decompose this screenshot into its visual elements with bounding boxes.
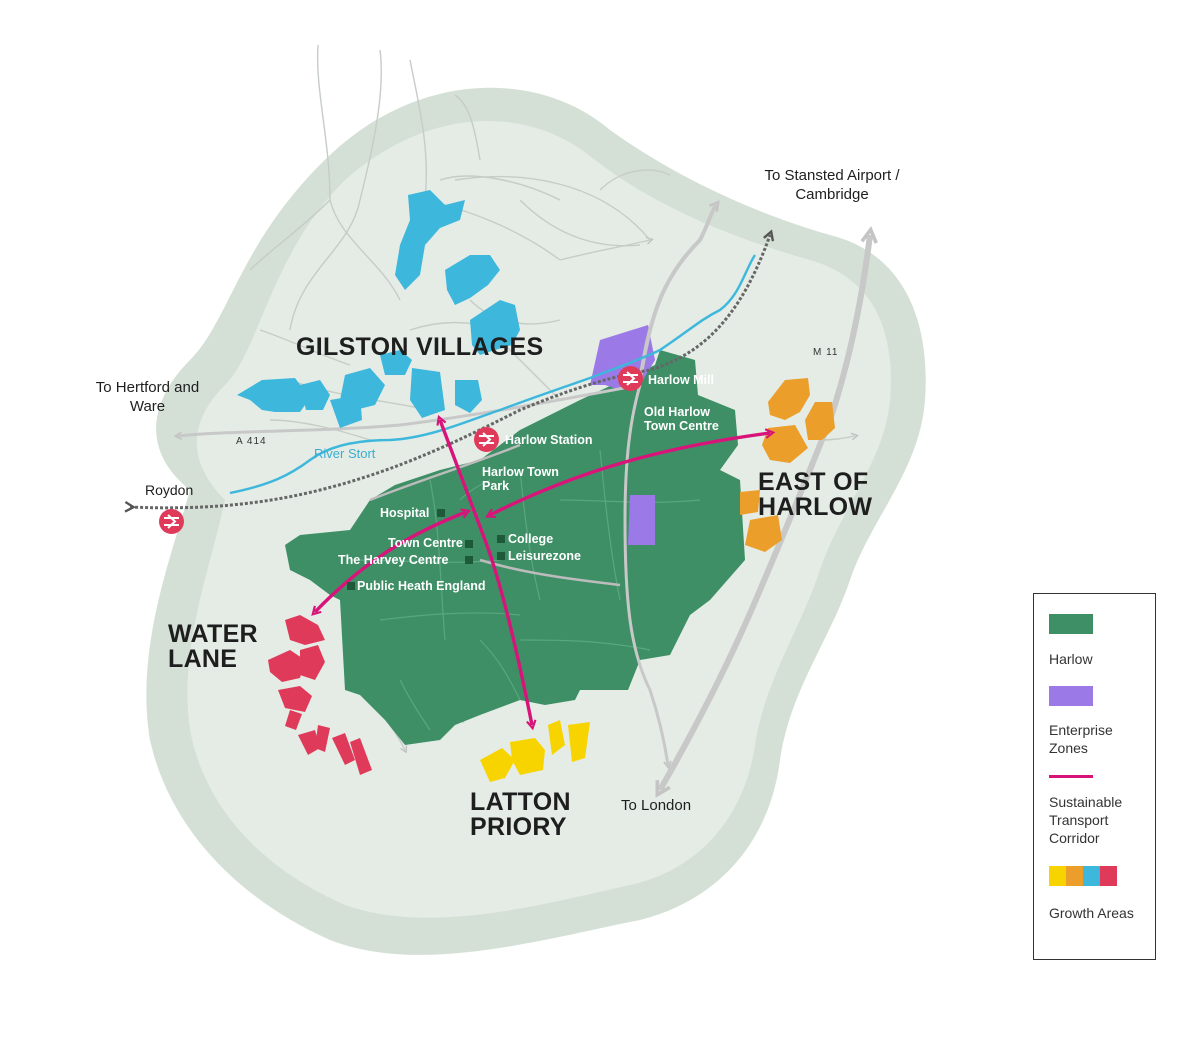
legend-corridor-label: Sustainable Transport Corridor (1049, 794, 1123, 846)
gilston-villages-sites (237, 190, 520, 428)
river-stort-label: River Stort (314, 446, 376, 461)
harvey-centre-marker (465, 556, 473, 564)
legend-growth-swatch (1049, 866, 1117, 886)
latton-priory-sites (480, 720, 590, 782)
town-centre-marker (465, 540, 473, 548)
harlow-mill-label: Harlow Mill (648, 373, 714, 387)
town-park-label: Harlow Town Park (482, 465, 559, 493)
hospital-label: Hospital (380, 506, 430, 520)
legend-harlow-label: Harlow (1049, 651, 1093, 667)
harvey-centre-label: The Harvey Centre (338, 553, 449, 567)
gilston-villages-label: GILSTON VILLAGES (296, 333, 544, 361)
roydon-station-icon (159, 509, 184, 534)
legend-enterprise-swatch (1049, 686, 1093, 706)
harlow-station-label: Harlow Station (505, 433, 593, 447)
stansted-label: To Stansted Airport / Cambridge (764, 167, 900, 203)
legend-enterprise-label: Enterprise Zones (1049, 722, 1113, 756)
harlow-station-icon (474, 427, 499, 452)
a414-label: A 414 (236, 436, 267, 447)
public-health-marker (347, 582, 355, 590)
railway (124, 229, 775, 513)
leisurezone-label: Leisurezone (508, 549, 581, 563)
leisurezone-marker (497, 552, 505, 560)
m11-label: M 11 (813, 347, 839, 358)
to-london-label: To London (621, 797, 692, 814)
harlow-mill-station-icon (618, 366, 643, 391)
roydon-label: Roydon (145, 482, 194, 498)
hertford-label: To Hertford and Ware (95, 379, 200, 415)
east-of-harlow-label: EAST OF HARLOW (758, 468, 873, 521)
legend-corridor-swatch (1049, 775, 1093, 778)
public-health-label: Public Heath England (357, 579, 486, 593)
m11-motorway (655, 226, 878, 798)
town-centre-label: Town Centre (388, 536, 463, 550)
legend-harlow-swatch (1049, 614, 1093, 634)
college-marker (497, 535, 505, 543)
college-label: College (508, 532, 554, 546)
old-harlow-label: Old Harlow Town Centre (644, 405, 719, 433)
enterprise-zone-south (628, 495, 655, 545)
water-lane-label: WATER LANE (168, 620, 258, 673)
legend-growth-label: Growth Areas (1049, 905, 1134, 921)
transport-corridor (311, 414, 776, 731)
latton-priory-label: LATTON PRIORY (470, 788, 571, 841)
water-lane-sites (268, 615, 372, 775)
hospital-marker (437, 509, 445, 517)
legend: Harlow Enterprise Zones Sustainable Tran… (1033, 593, 1156, 960)
